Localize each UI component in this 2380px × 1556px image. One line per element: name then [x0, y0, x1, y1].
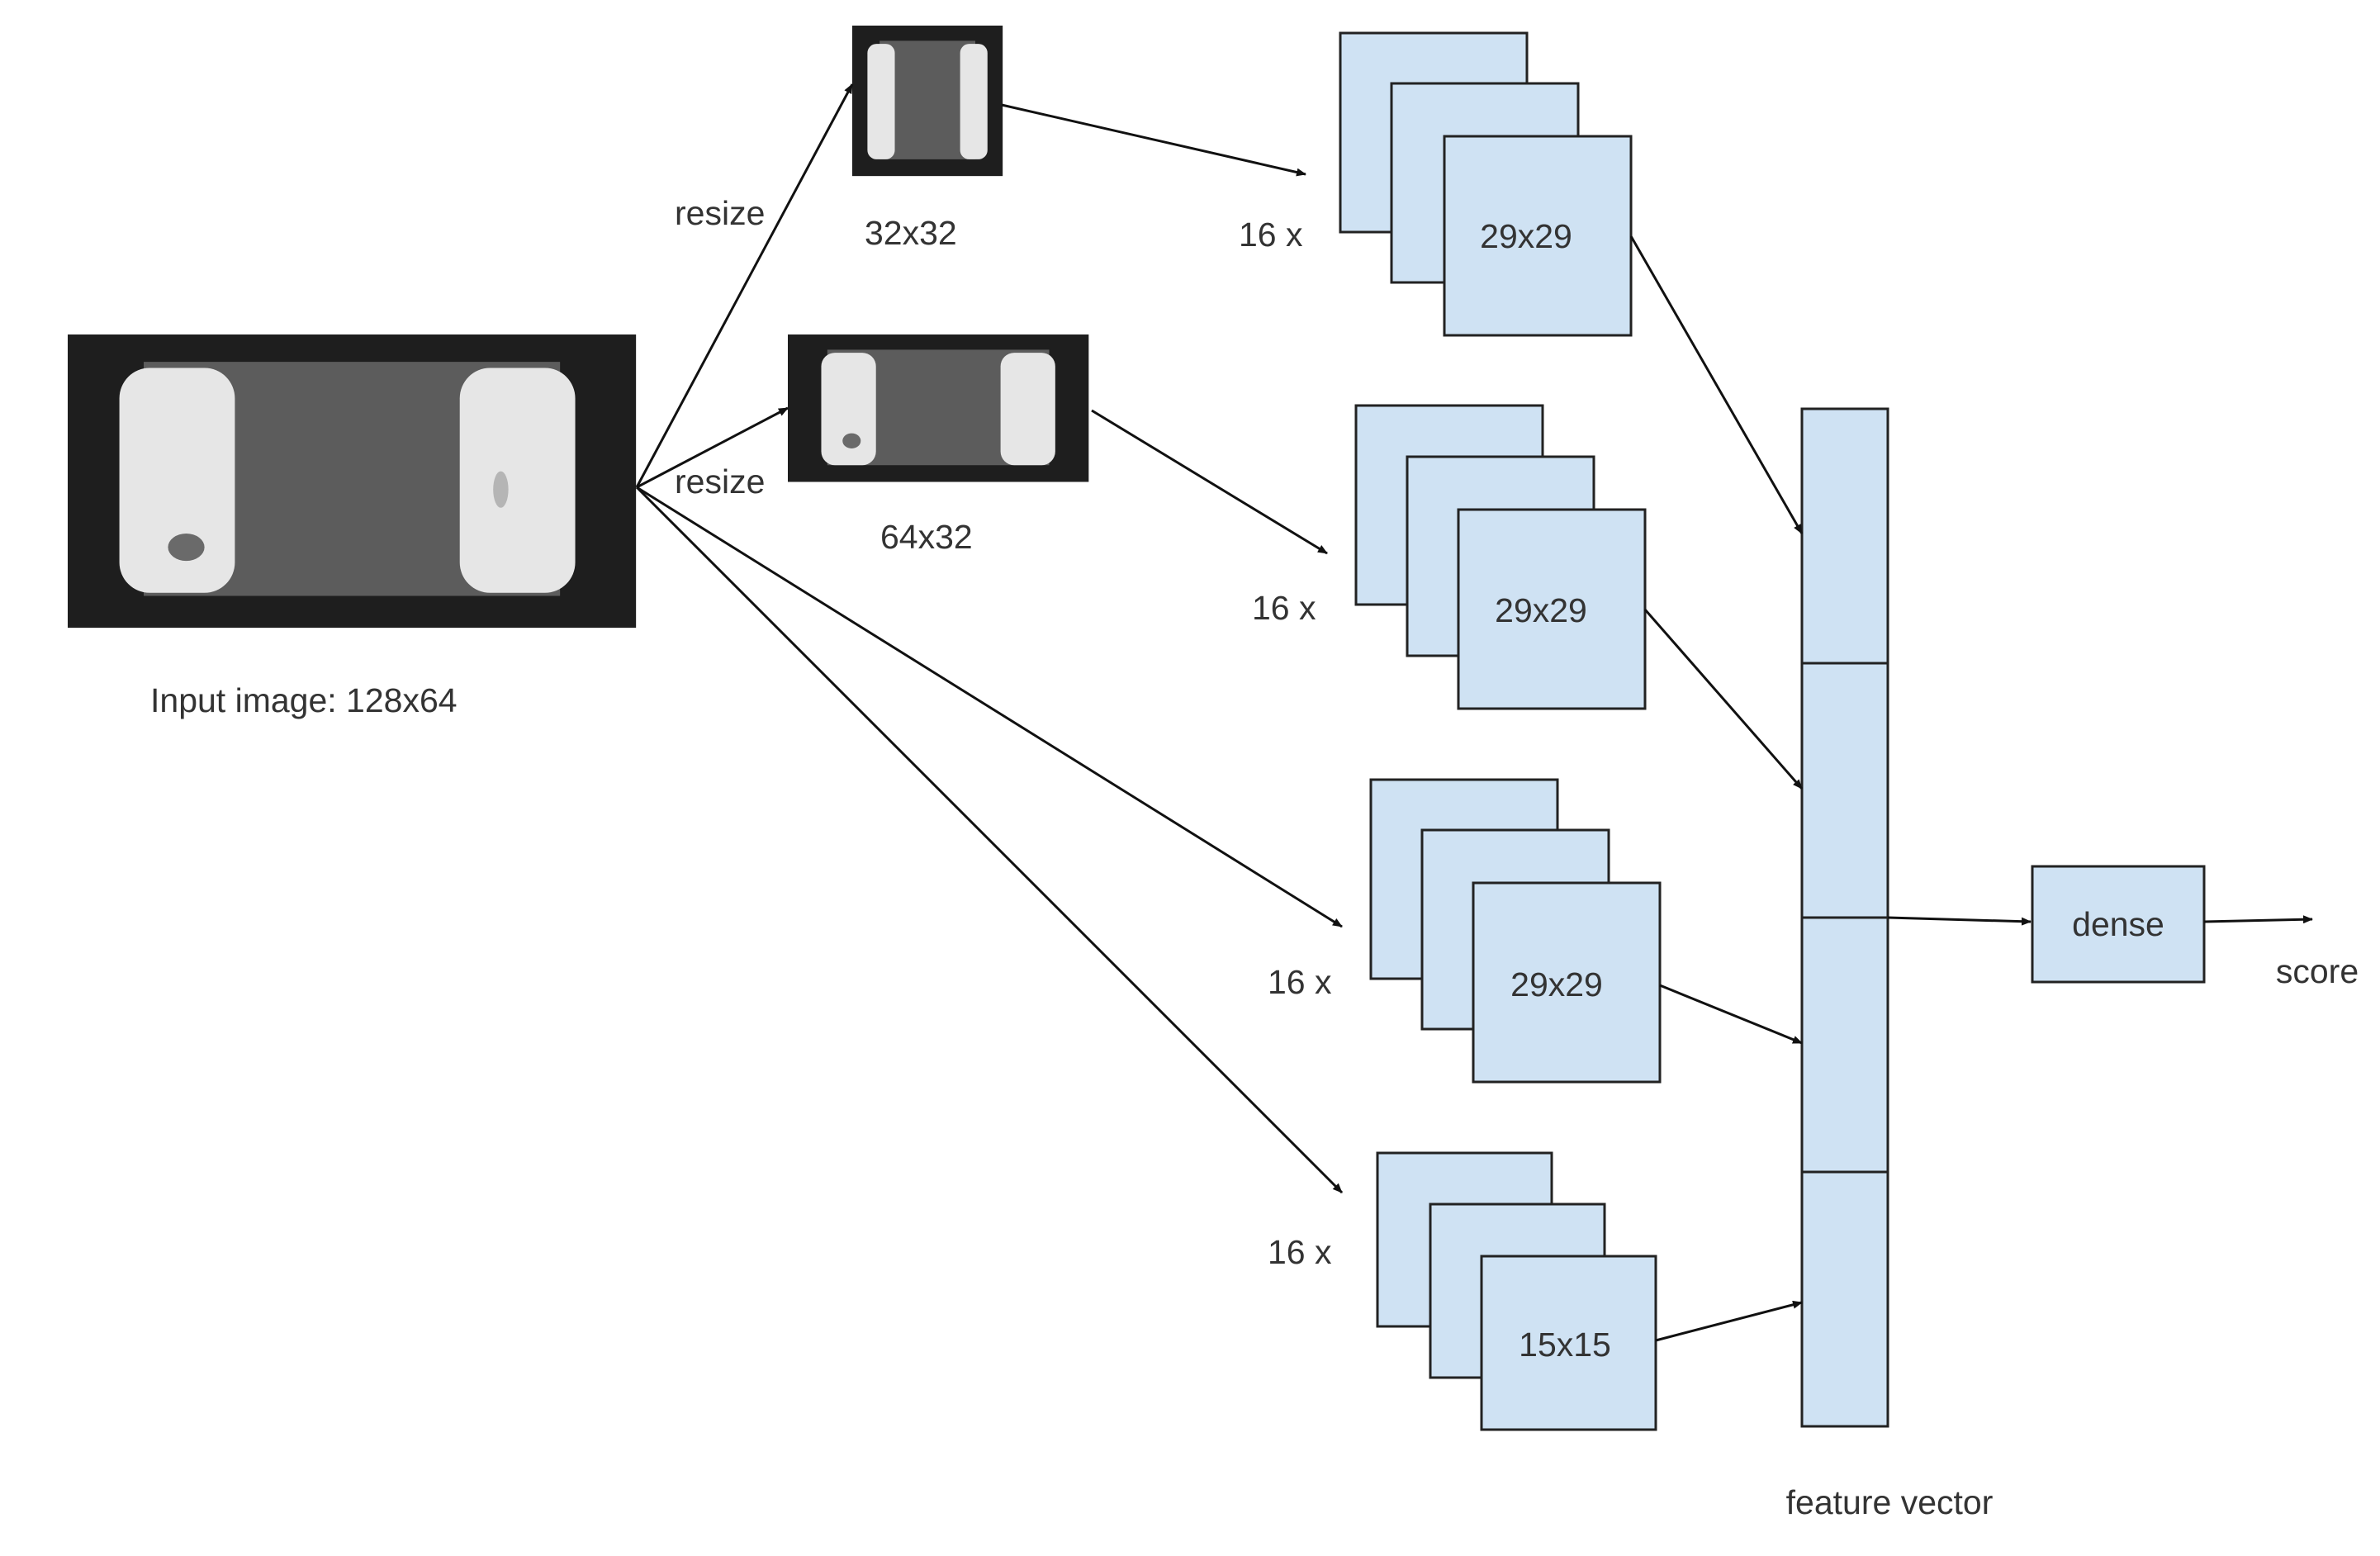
feature-map-stack: 15x15	[1376, 1151, 1657, 1431]
feature-map-count-label: 16 x	[1239, 216, 1303, 254]
resized-image-label: 64x32	[880, 518, 973, 556]
score-output-arrow	[2203, 915, 2313, 924]
feature-map-size-label: 29x29	[1495, 591, 1587, 629]
feature-arrow	[1655, 1300, 1803, 1342]
dense-layer: dense	[2031, 865, 2206, 984]
resize-arrow	[636, 406, 789, 489]
feature-map-count-label: 16 x	[1268, 1233, 1332, 1271]
feature-arrow	[1643, 609, 1804, 790]
conv-arrow	[636, 486, 1343, 928]
feature-map-stack: 29x29	[1369, 778, 1662, 1084]
dense-layer-label: dense	[2072, 905, 2164, 943]
feature-map-size-label: 29x29	[1480, 217, 1572, 255]
feature-arrow	[1629, 235, 1804, 534]
resized-image-64x32	[788, 334, 1089, 482]
feature-vector	[1800, 407, 1889, 1428]
resize-arrow	[635, 83, 854, 488]
resized-image-label: 32x32	[865, 214, 957, 252]
arrows	[635, 83, 2313, 1342]
feature-map-size-label: 29x29	[1510, 965, 1603, 1003]
resized-image-32x32	[852, 26, 1003, 177]
feature-arrow	[1659, 984, 1803, 1045]
conv-arrow	[1001, 103, 1306, 177]
resize-edge-label: resize	[675, 194, 765, 232]
conv-arrow	[635, 486, 1344, 1194]
feature-map-stack: 29x29	[1354, 404, 1647, 710]
feature-map-size-label: 15x15	[1519, 1326, 1611, 1364]
feature-map-count-label: 16 x	[1252, 589, 1316, 627]
feature-vector-label: feature vector	[1786, 1483, 1994, 1521]
conv-arrow	[1091, 409, 1328, 555]
feature-map-count-label: 16 x	[1268, 963, 1332, 1001]
input-image	[68, 334, 637, 629]
dense-input-arrow	[1887, 916, 2032, 926]
input-image-label: Input image: 128x64	[150, 681, 458, 719]
feature-map-stack: 29x29	[1339, 31, 1633, 337]
resize-edge-label: resize	[675, 463, 765, 500]
score-label: score	[2276, 952, 2359, 990]
